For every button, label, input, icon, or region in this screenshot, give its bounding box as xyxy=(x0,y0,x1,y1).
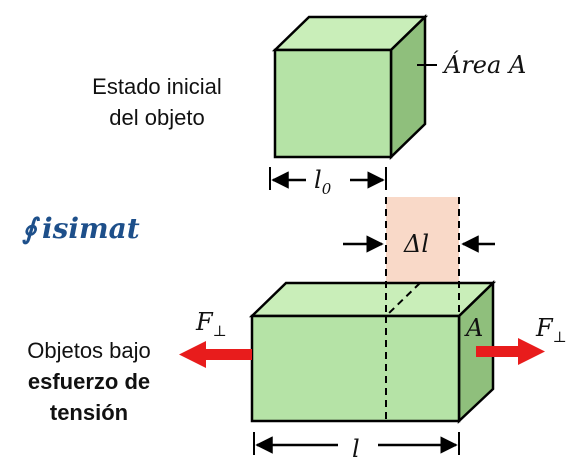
logo-integral-icon: ∮ xyxy=(22,212,41,245)
initial-state-label-line1: Estado inicial xyxy=(92,74,222,99)
initial-area-label: Área A xyxy=(442,50,526,79)
fisimat-logo: ∮ isimat xyxy=(22,212,140,245)
initial-state-label-line2: del objeto xyxy=(109,105,204,130)
initial-length-label: l0 xyxy=(314,166,332,198)
elongation-label: Δl xyxy=(403,230,429,258)
initial-length-dimension xyxy=(269,167,387,190)
stressed-box-top-face xyxy=(248,281,497,318)
stressed-label-line2: esfuerzo de xyxy=(28,369,150,394)
stressed-box xyxy=(248,280,497,424)
final-length-dimension xyxy=(253,432,460,455)
final-length-label: l xyxy=(352,435,360,463)
elongation-band xyxy=(386,197,459,284)
initial-cube-front-face xyxy=(273,48,393,159)
initial-cube xyxy=(271,14,429,160)
stressed-box-front-face xyxy=(250,314,461,423)
stressed-label-line1: Objetos bajo xyxy=(27,338,151,363)
right-force-label: F⊥ xyxy=(535,314,567,346)
stressed-area-label: A xyxy=(464,314,483,342)
stressed-label-line3: tensión xyxy=(50,400,128,425)
left-force-arrow xyxy=(179,341,252,368)
logo-text: isimat xyxy=(42,212,140,245)
right-force-arrow xyxy=(476,338,545,365)
left-force-label: F⊥ xyxy=(195,308,227,340)
elongation-guide-lines xyxy=(385,197,460,421)
